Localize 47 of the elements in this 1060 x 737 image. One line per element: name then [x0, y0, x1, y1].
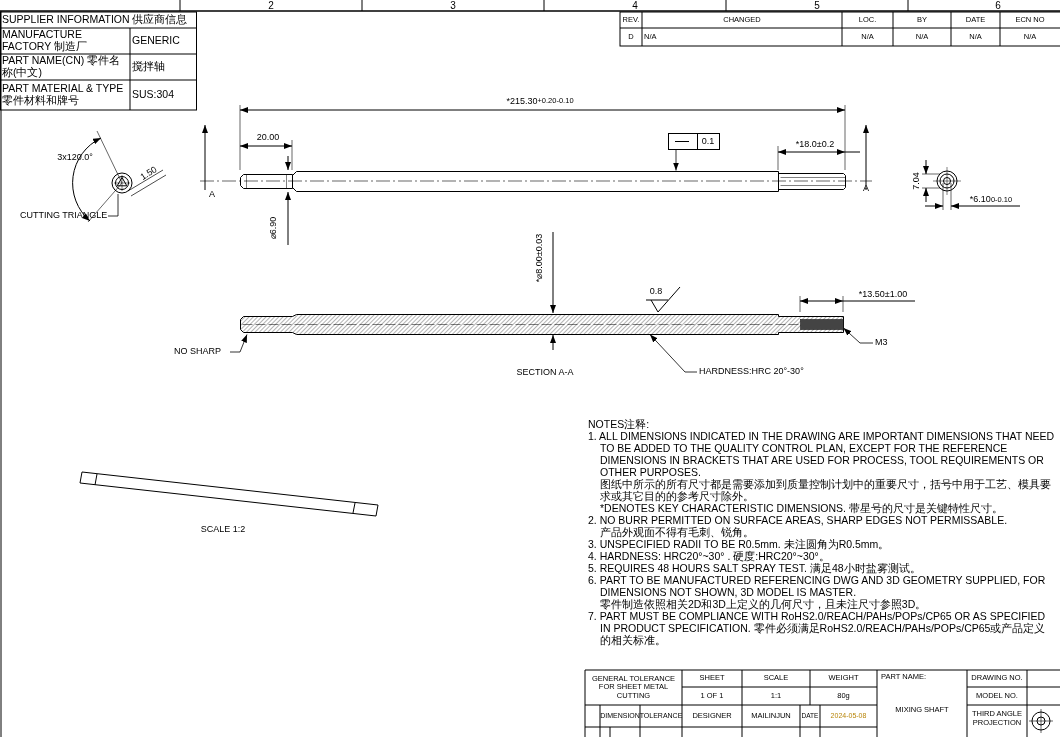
note-text: 产品外观面不得有毛刺、锐角。	[599, 526, 755, 538]
callout-text: M3	[873, 337, 893, 349]
tolerance-frame	[668, 133, 720, 150]
dimension-text: 1.50	[137, 163, 160, 185]
note-text: NOTES注释:	[588, 418, 651, 430]
table-text: PART NAME(CN) 零件名称(中文)	[1, 54, 122, 80]
note-text: 2. NO BURR PERMITTED ON SURFACE AREAS, SHARP EDGES NOT PERMISSABLE.	[588, 514, 1009, 526]
callout-text: NO SHARP	[172, 346, 230, 358]
note-text: 5. REQUIRES 48 HOURS SALT SPRAY TEST. 满足48小时盐雾测试。	[588, 562, 922, 574]
table-text: GENERIC	[131, 33, 181, 49]
column-number: 5	[813, 0, 821, 11]
section-label: A	[208, 189, 216, 201]
column-number: 4	[631, 0, 639, 11]
roughness-value: 0.8	[648, 286, 664, 298]
table-text: MANUFACTURE FACTORY 制造厂	[1, 28, 88, 54]
table-text: 搅拌轴	[131, 59, 166, 75]
dimension-text: *18.0±0.2	[794, 139, 836, 151]
callout-text: HARDNESS:HRC 20°-30°	[697, 366, 807, 378]
dimension-text: *13.50±1.00	[857, 289, 909, 301]
section-view-drawing	[239, 313, 844, 335]
end-view-drawing	[111, 172, 133, 194]
view-title: SECTION A-A	[515, 367, 575, 379]
note-text: 图纸中所示的所有尺寸都是需要添加到质量控制计划中的重要尺寸，括号中用于工艺、模具要求或其它目的的参考尺寸除外。	[599, 478, 1052, 502]
note-text: 3. UNSPECIFIED RADII TO BE R0.5mm. 未注圆角为R0.5mm。	[588, 538, 891, 550]
dimension-text: 20.00	[255, 132, 281, 144]
section-label: A	[862, 183, 870, 195]
dimension-text: ⌀6.90	[268, 215, 280, 242]
table-text: SUPPLIER INFORMATION 供应商信息	[1, 12, 189, 28]
shaft-drawing	[239, 170, 846, 192]
column-number: 3	[449, 0, 457, 11]
dimension-text: 3x120.0°	[56, 152, 94, 164]
column-number: 6	[994, 0, 1002, 11]
callout-text: CUTTING TRIANGLE	[18, 210, 108, 222]
table-text: SUS:304	[131, 87, 176, 103]
tolerance-value: 0.1	[696, 134, 719, 149]
note-text: 7. PART MUST BE COMPLIANCE WITH RoHS2.0/REACH/PAHs/POPs/CP65 OR AS SPECIFIED IN PRODUCT SPECIFICATION. 零件必须满足RoHS2.0/REACH/PAHs/POPs/CP65或产品定义的相关标准。	[588, 610, 1047, 646]
note-text: 4. HARDNESS: HRC20°~30° . 硬度:HRC20°~30°。	[588, 550, 831, 562]
view-title: SCALE 1:2	[199, 524, 247, 536]
column-number: 2	[267, 0, 275, 11]
note-text: 零件制造依照相关2D和3D上定义的几何尺寸，且未注尺寸参照3D。	[599, 598, 928, 610]
note-text: 6. PART TO BE MANUFACTURED REFERENCING DWG AND 3D GEOMETRY SUPPLIED, FOR DIMENSIONS NOT SHOWN, 3D MODEL IS MASTER.	[588, 574, 1047, 598]
note-text: 1. ALL DIMENSIONS INDICATED IN THE DRAWING ARE IMPORTANT DIMENSIONS THAT NEED TO BE ADDED TO THE QUALITY CONTROL PLAN, EXCEPT FOR THE REFERENCE DIMENSIONS IN BRACKETS THAT ARE USED FOR PROCESS, TOOL REQUIREMENTS OR OTHER PURPOSES.	[588, 430, 1056, 478]
dimension-text: 7.04	[911, 171, 923, 192]
leader-line	[107, 193, 119, 217]
table-text: PART MATERIAL & TYPE 零件材料和牌号	[1, 81, 125, 108]
dimension-text: *⌀8.00±0.03	[534, 232, 546, 285]
note-text: *DENOTES KEY CHARACTERISTIC DIMENSIONS. 带星号的尺寸是关键特性尺寸。	[599, 502, 1004, 514]
